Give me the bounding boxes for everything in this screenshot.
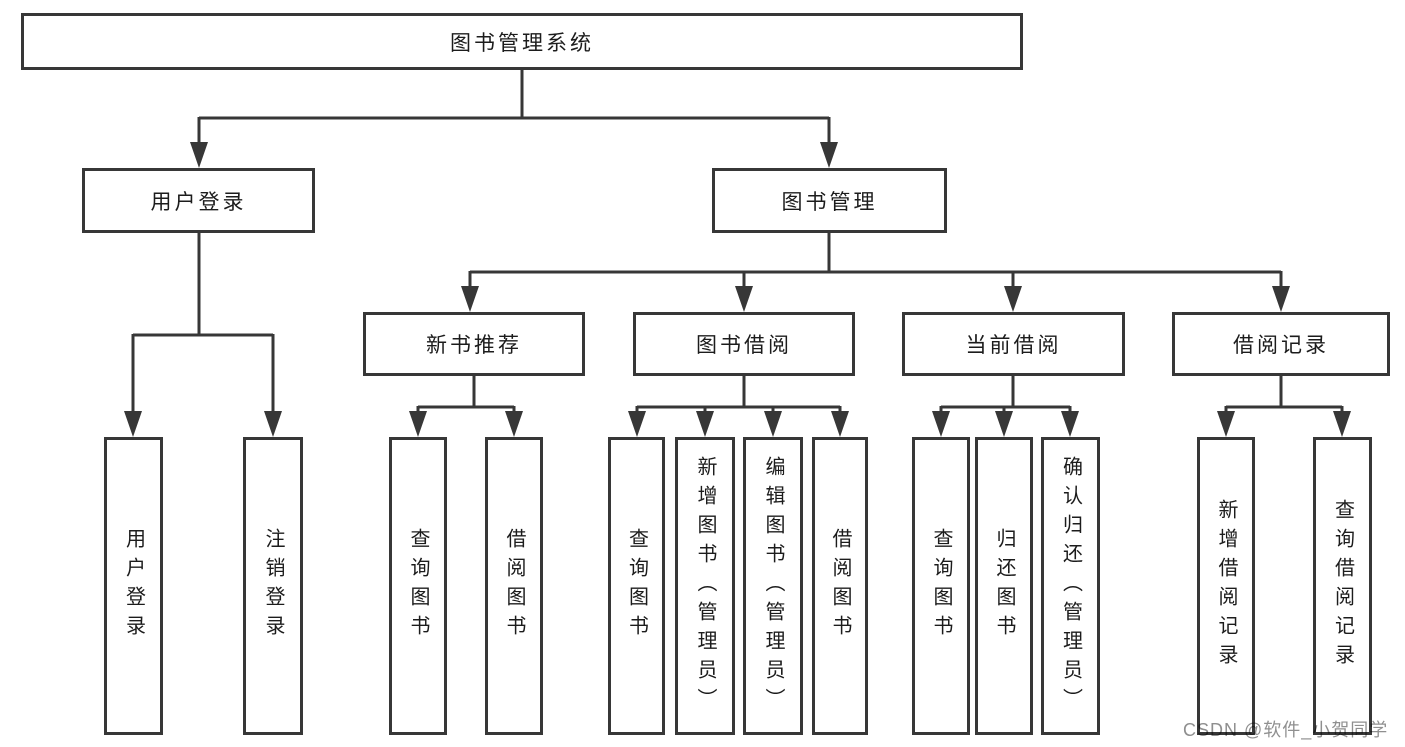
leaf-query-books-current-label: 查询图书 bbox=[930, 528, 952, 644]
leaf-query-books-recommend-label: 查询图书 bbox=[407, 528, 429, 644]
node-current-borrow-label: 当前借阅 bbox=[965, 334, 1062, 357]
csdn-watermark: CSDN @软件_小贺同学 bbox=[1183, 720, 1389, 740]
leaf-edit-book-admin: 编辑图书（管理员） bbox=[743, 437, 803, 735]
leaf-return-books-label: 归还图书 bbox=[993, 528, 1015, 644]
leaf-user-login: 用户登录 bbox=[104, 437, 163, 735]
node-new-book-recommend: 新书推荐 bbox=[363, 312, 585, 376]
node-user-login: 用户登录 bbox=[82, 168, 315, 233]
leaf-confirm-return-admin: 确认归还（管理员） bbox=[1041, 437, 1100, 735]
leaf-add-book-admin: 新增图书（管理员） bbox=[675, 437, 735, 735]
leaf-query-borrow-record-label: 查询借阅记录 bbox=[1331, 499, 1354, 673]
node-borrow-records-label: 借阅记录 bbox=[1233, 334, 1329, 357]
tree-edges bbox=[131, 70, 1344, 414]
node-borrow-records: 借阅记录 bbox=[1172, 312, 1390, 376]
leaf-confirm-return-admin-label: 确认归还（管理员） bbox=[1059, 455, 1082, 717]
leaf-edit-book-admin-label: 编辑图书（管理员） bbox=[762, 455, 784, 717]
leaf-borrow-books-label: 借阅图书 bbox=[829, 528, 851, 644]
leaf-return-books: 归还图书 bbox=[975, 437, 1033, 735]
node-user-login-label: 用户登录 bbox=[150, 190, 247, 214]
node-book-borrow-label: 图书借阅 bbox=[696, 334, 792, 357]
leaf-query-books-recommend: 查询图书 bbox=[389, 437, 447, 735]
leaf-add-borrow-record: 新增借阅记录 bbox=[1197, 437, 1255, 735]
node-book-borrow: 图书借阅 bbox=[633, 312, 855, 376]
leaf-add-book-admin-label: 新增图书（管理员） bbox=[694, 455, 716, 717]
node-new-book-recommend-label: 新书推荐 bbox=[426, 334, 522, 357]
leaf-add-borrow-record-label: 新增借阅记录 bbox=[1215, 499, 1237, 673]
leaf-query-books-current: 查询图书 bbox=[912, 437, 970, 735]
leaf-query-borrow-record: 查询借阅记录 bbox=[1313, 437, 1372, 735]
node-root-label: 图书管理系统 bbox=[450, 31, 594, 55]
arrowheads bbox=[124, 142, 1351, 437]
leaf-user-login-label: 用户登录 bbox=[122, 528, 145, 644]
leaf-borrow-books-recommend-label: 借阅图书 bbox=[503, 528, 525, 644]
leaf-borrow-books: 借阅图书 bbox=[812, 437, 868, 735]
leaf-logout-login-label: 注销登录 bbox=[262, 528, 284, 644]
leaf-borrow-books-recommend: 借阅图书 bbox=[485, 437, 543, 735]
leaf-query-books-borrow: 查询图书 bbox=[608, 437, 665, 735]
node-root: 图书管理系统 bbox=[21, 13, 1023, 70]
leaf-query-books-borrow-label: 查询图书 bbox=[625, 528, 648, 644]
node-book-management: 图书管理 bbox=[712, 168, 947, 233]
leaf-logout-login: 注销登录 bbox=[243, 437, 303, 735]
node-book-management-label: 图书管理 bbox=[781, 190, 878, 214]
node-current-borrow: 当前借阅 bbox=[902, 312, 1125, 376]
